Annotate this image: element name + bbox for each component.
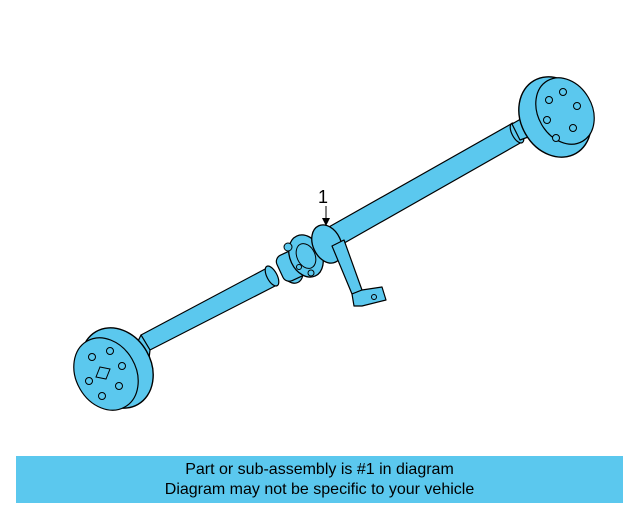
shaft-collar-front — [264, 265, 280, 287]
caption-line-1: Part or sub-assembly is #1 in diagram — [185, 461, 454, 478]
rear-flange — [518, 76, 595, 158]
driveshaft-diagram: 1 — [73, 76, 595, 411]
center-bearing-assembly — [275, 224, 343, 284]
front-shaft-tube — [140, 267, 278, 351]
front-flange — [73, 327, 154, 411]
caption-bar: Part or sub-assembly is #1 in diagram Di… — [16, 456, 623, 503]
callout-arrowhead — [322, 218, 330, 226]
rear-shaft-tube — [319, 123, 523, 251]
support-bracket — [331, 239, 387, 307]
caption-line-2: Diagram may not be specific to your vehi… — [164, 481, 475, 498]
callout-number: 1 — [318, 187, 328, 207]
